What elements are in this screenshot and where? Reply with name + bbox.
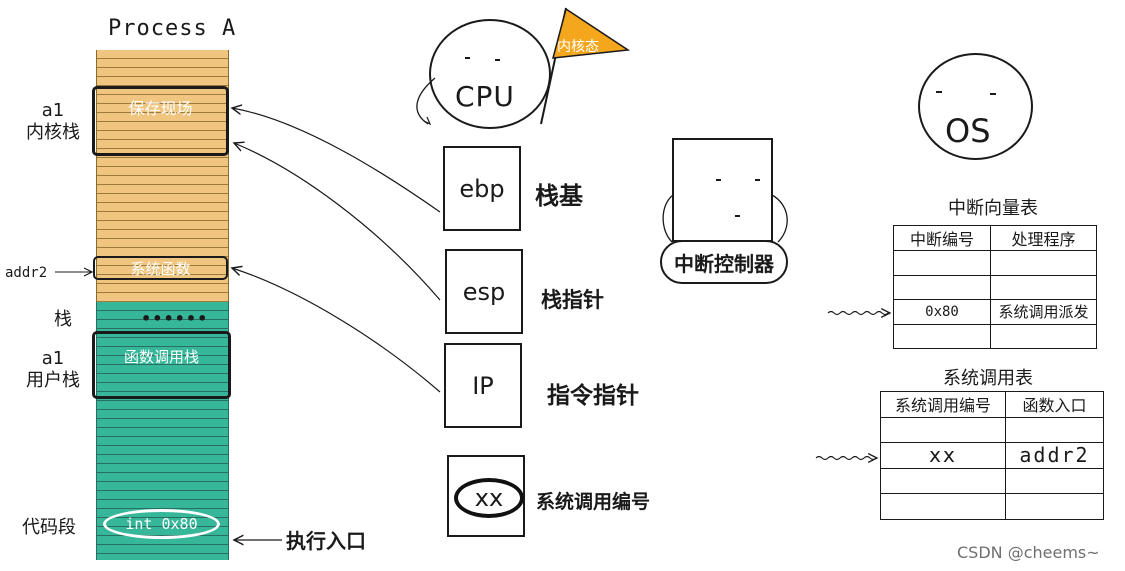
system-function-label: 系统函数 [130, 259, 191, 278]
table-cell [990, 250, 1097, 276]
interrupt-controller-label: 中断控制器 [660, 240, 788, 284]
process-a-title: Process A [108, 16, 237, 41]
save-scene-frame: 保存现场 [92, 86, 229, 156]
addr2-label: addr2 [5, 265, 48, 281]
table-cell [990, 274, 1097, 300]
stack-ellipsis: •••••• [141, 309, 209, 328]
os-face [918, 53, 1033, 160]
kernel-mode-label: 内核态 [557, 39, 599, 55]
table-row [880, 416, 1104, 444]
a1-user-stack-label: a1 用户栈 [26, 348, 80, 391]
stack-label: 栈 [54, 309, 72, 330]
table-header-cell: 系统调用编号 [880, 391, 1006, 418]
ivt-caption: 中断向量表 [948, 198, 1038, 219]
table-header-row: 系统调用编号 函数入口 [880, 391, 1104, 418]
sct-wavy-arrow [815, 457, 877, 460]
syscall-number-register [447, 455, 525, 537]
table-cell [1005, 493, 1104, 520]
table-row [893, 274, 1097, 300]
kernel-stack-region [96, 50, 229, 302]
execution-entry-label: 执行入口 [286, 529, 366, 553]
table-row [893, 323, 1097, 349]
ip-register: IP [444, 343, 522, 428]
syscall-number-caption: 系统调用编号 [536, 491, 651, 513]
syscall-number-oval: xx [454, 478, 524, 518]
esp-register: esp [445, 249, 523, 334]
ivt-wavy-arrow [827, 312, 890, 315]
call-stack-label: 函数调用栈 [123, 348, 199, 366]
table-cell [1005, 467, 1104, 495]
int-instruction-oval: int 0x80 [103, 509, 220, 539]
table-cell [893, 323, 991, 349]
table-header-cell: 处理程序 [990, 225, 1097, 251]
table-header-row: 中断编号 处理程序 [893, 225, 1097, 251]
table-cell: addr2 [1005, 442, 1104, 469]
table-row [893, 250, 1097, 276]
watermark: CSDN @cheems~ [957, 543, 1100, 562]
interrupt-controller-text: 中断控制器 [674, 251, 774, 276]
table-row [880, 467, 1104, 495]
interrupt-vector-table: 中断编号 处理程序 0x80 系统调用派发 [893, 225, 1097, 349]
table-cell [1005, 416, 1104, 444]
table-header-cell: 中断编号 [893, 225, 991, 251]
int-instruction-label: int 0x80 [125, 515, 198, 533]
table-header-cell: 函数入口 [1005, 391, 1104, 418]
table-cell [893, 250, 991, 276]
os-label: OS [945, 112, 991, 150]
table-cell: 系统调用派发 [990, 299, 1097, 325]
system-call-table: 系统调用编号 函数入口 xx addr2 [880, 391, 1104, 520]
ip-caption: 指令指针 [547, 383, 639, 409]
esp-caption: 栈指针 [541, 288, 604, 312]
table-cell [880, 416, 1006, 444]
ebp-register: ebp [443, 146, 521, 231]
cpu-face [429, 19, 551, 129]
save-scene-label: 保存现场 [128, 99, 193, 118]
table-row: 0x80 系统调用派发 [893, 299, 1097, 325]
esp-register-label: esp [462, 277, 506, 306]
code-segment-label: 代码段 [22, 517, 76, 538]
ebp-pointer-arrow-2 [234, 143, 441, 301]
table-cell: 0x80 [893, 299, 991, 325]
ebp-register-label: ebp [459, 174, 505, 203]
ebp-pointer-arrow [232, 108, 441, 213]
sct-caption: 系统调用表 [943, 368, 1033, 389]
table-row: xx addr2 [880, 442, 1104, 469]
table-cell: xx [880, 442, 1006, 469]
table-cell [880, 467, 1006, 495]
a1-kernel-stack-label: a1 内核栈 [26, 100, 80, 143]
cpu-label: CPU [455, 80, 515, 113]
ebp-caption: 栈基 [535, 182, 583, 210]
ip-pointer-arrow [232, 268, 441, 393]
kernel-mode-flag [551, 7, 631, 59]
system-function-frame: 系统函数 [93, 256, 228, 280]
table-cell [880, 493, 1006, 520]
interrupt-controller-body [672, 138, 773, 242]
table-cell [893, 274, 991, 300]
syscall-number-label: xx [474, 484, 504, 512]
table-cell [990, 323, 1097, 349]
ip-register-label: IP [472, 371, 494, 400]
call-stack-frame: 函数调用栈 [92, 331, 231, 399]
table-row [880, 493, 1104, 520]
